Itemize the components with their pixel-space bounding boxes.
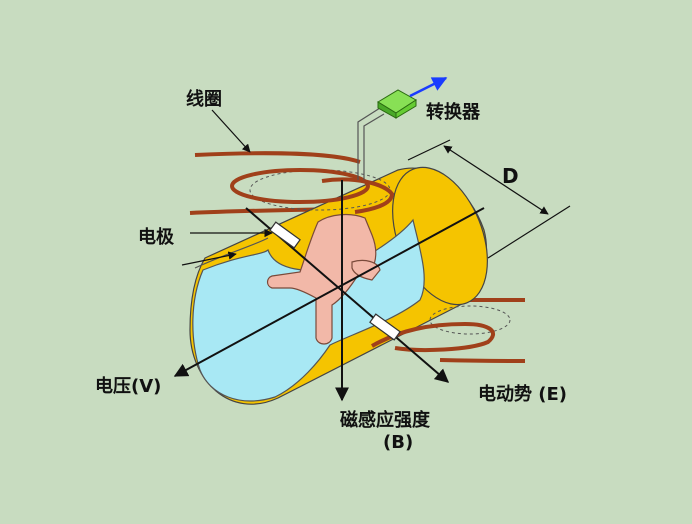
leader-lines bbox=[181, 109, 273, 266]
hand-icon bbox=[266, 213, 381, 345]
flux-density-symbol-label: (B) bbox=[383, 432, 414, 453]
converter-wire bbox=[357, 107, 381, 180]
electrode-label: 电极 bbox=[138, 227, 174, 248]
converter-label: 转换器 bbox=[426, 102, 480, 123]
diameter-label: D bbox=[502, 164, 519, 188]
emf-label: 电动势 (E) bbox=[478, 384, 568, 405]
electrode-top bbox=[269, 221, 301, 249]
diameter-dimension bbox=[407, 139, 571, 259]
coil-label: 线圈 bbox=[186, 89, 222, 110]
electrode-bottom bbox=[369, 313, 401, 341]
voltage-label: 电压(V) bbox=[95, 376, 162, 397]
voltage-axis bbox=[173, 207, 485, 377]
coil-front bbox=[230, 168, 495, 352]
output-signal-arrow bbox=[409, 76, 448, 98]
converter-icon bbox=[377, 89, 417, 119]
flux-density-label: 磁感应强度 bbox=[340, 410, 430, 431]
